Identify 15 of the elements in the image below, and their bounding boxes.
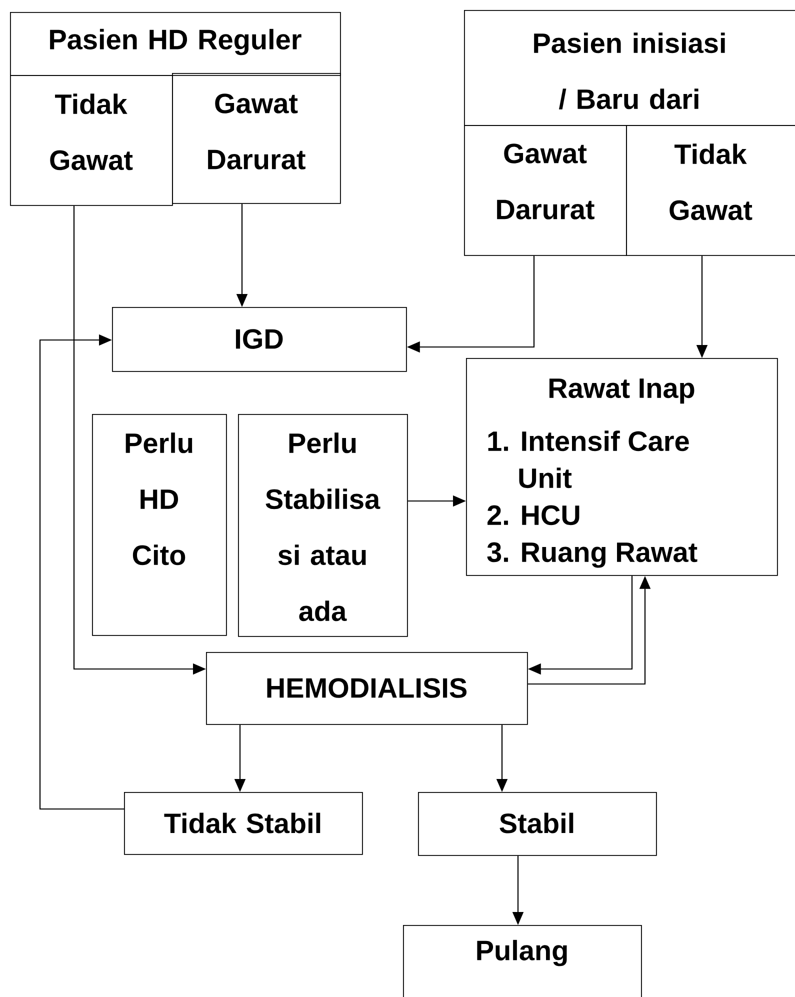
process-box: Tidak Gawat [626, 125, 795, 256]
process-box: Stabil [418, 792, 657, 856]
process-box: Pulang [403, 925, 642, 997]
process-box: Pasien HD Reguler [10, 12, 341, 76]
arrow [39, 334, 124, 810]
process-box: Perlu HD Cito [92, 414, 227, 636]
process-box: IGD [112, 307, 407, 372]
process-box: Tidak Stabil [124, 792, 363, 855]
process-box: Gawat Darurat [172, 73, 341, 204]
process-box: Pasien inisiasi / Baru dari [464, 10, 795, 126]
process-box: Tidak Gawat [10, 75, 173, 206]
process-box: Perlu Stabilisa si atau ada [238, 414, 408, 637]
process-box: Gawat Darurat [464, 125, 627, 256]
list-box: Rawat Inap 1. Intensif Care Unit 2. HCU 3. Ruang Rawat [466, 358, 778, 576]
process-box: HEMODIALISIS [206, 652, 528, 725]
